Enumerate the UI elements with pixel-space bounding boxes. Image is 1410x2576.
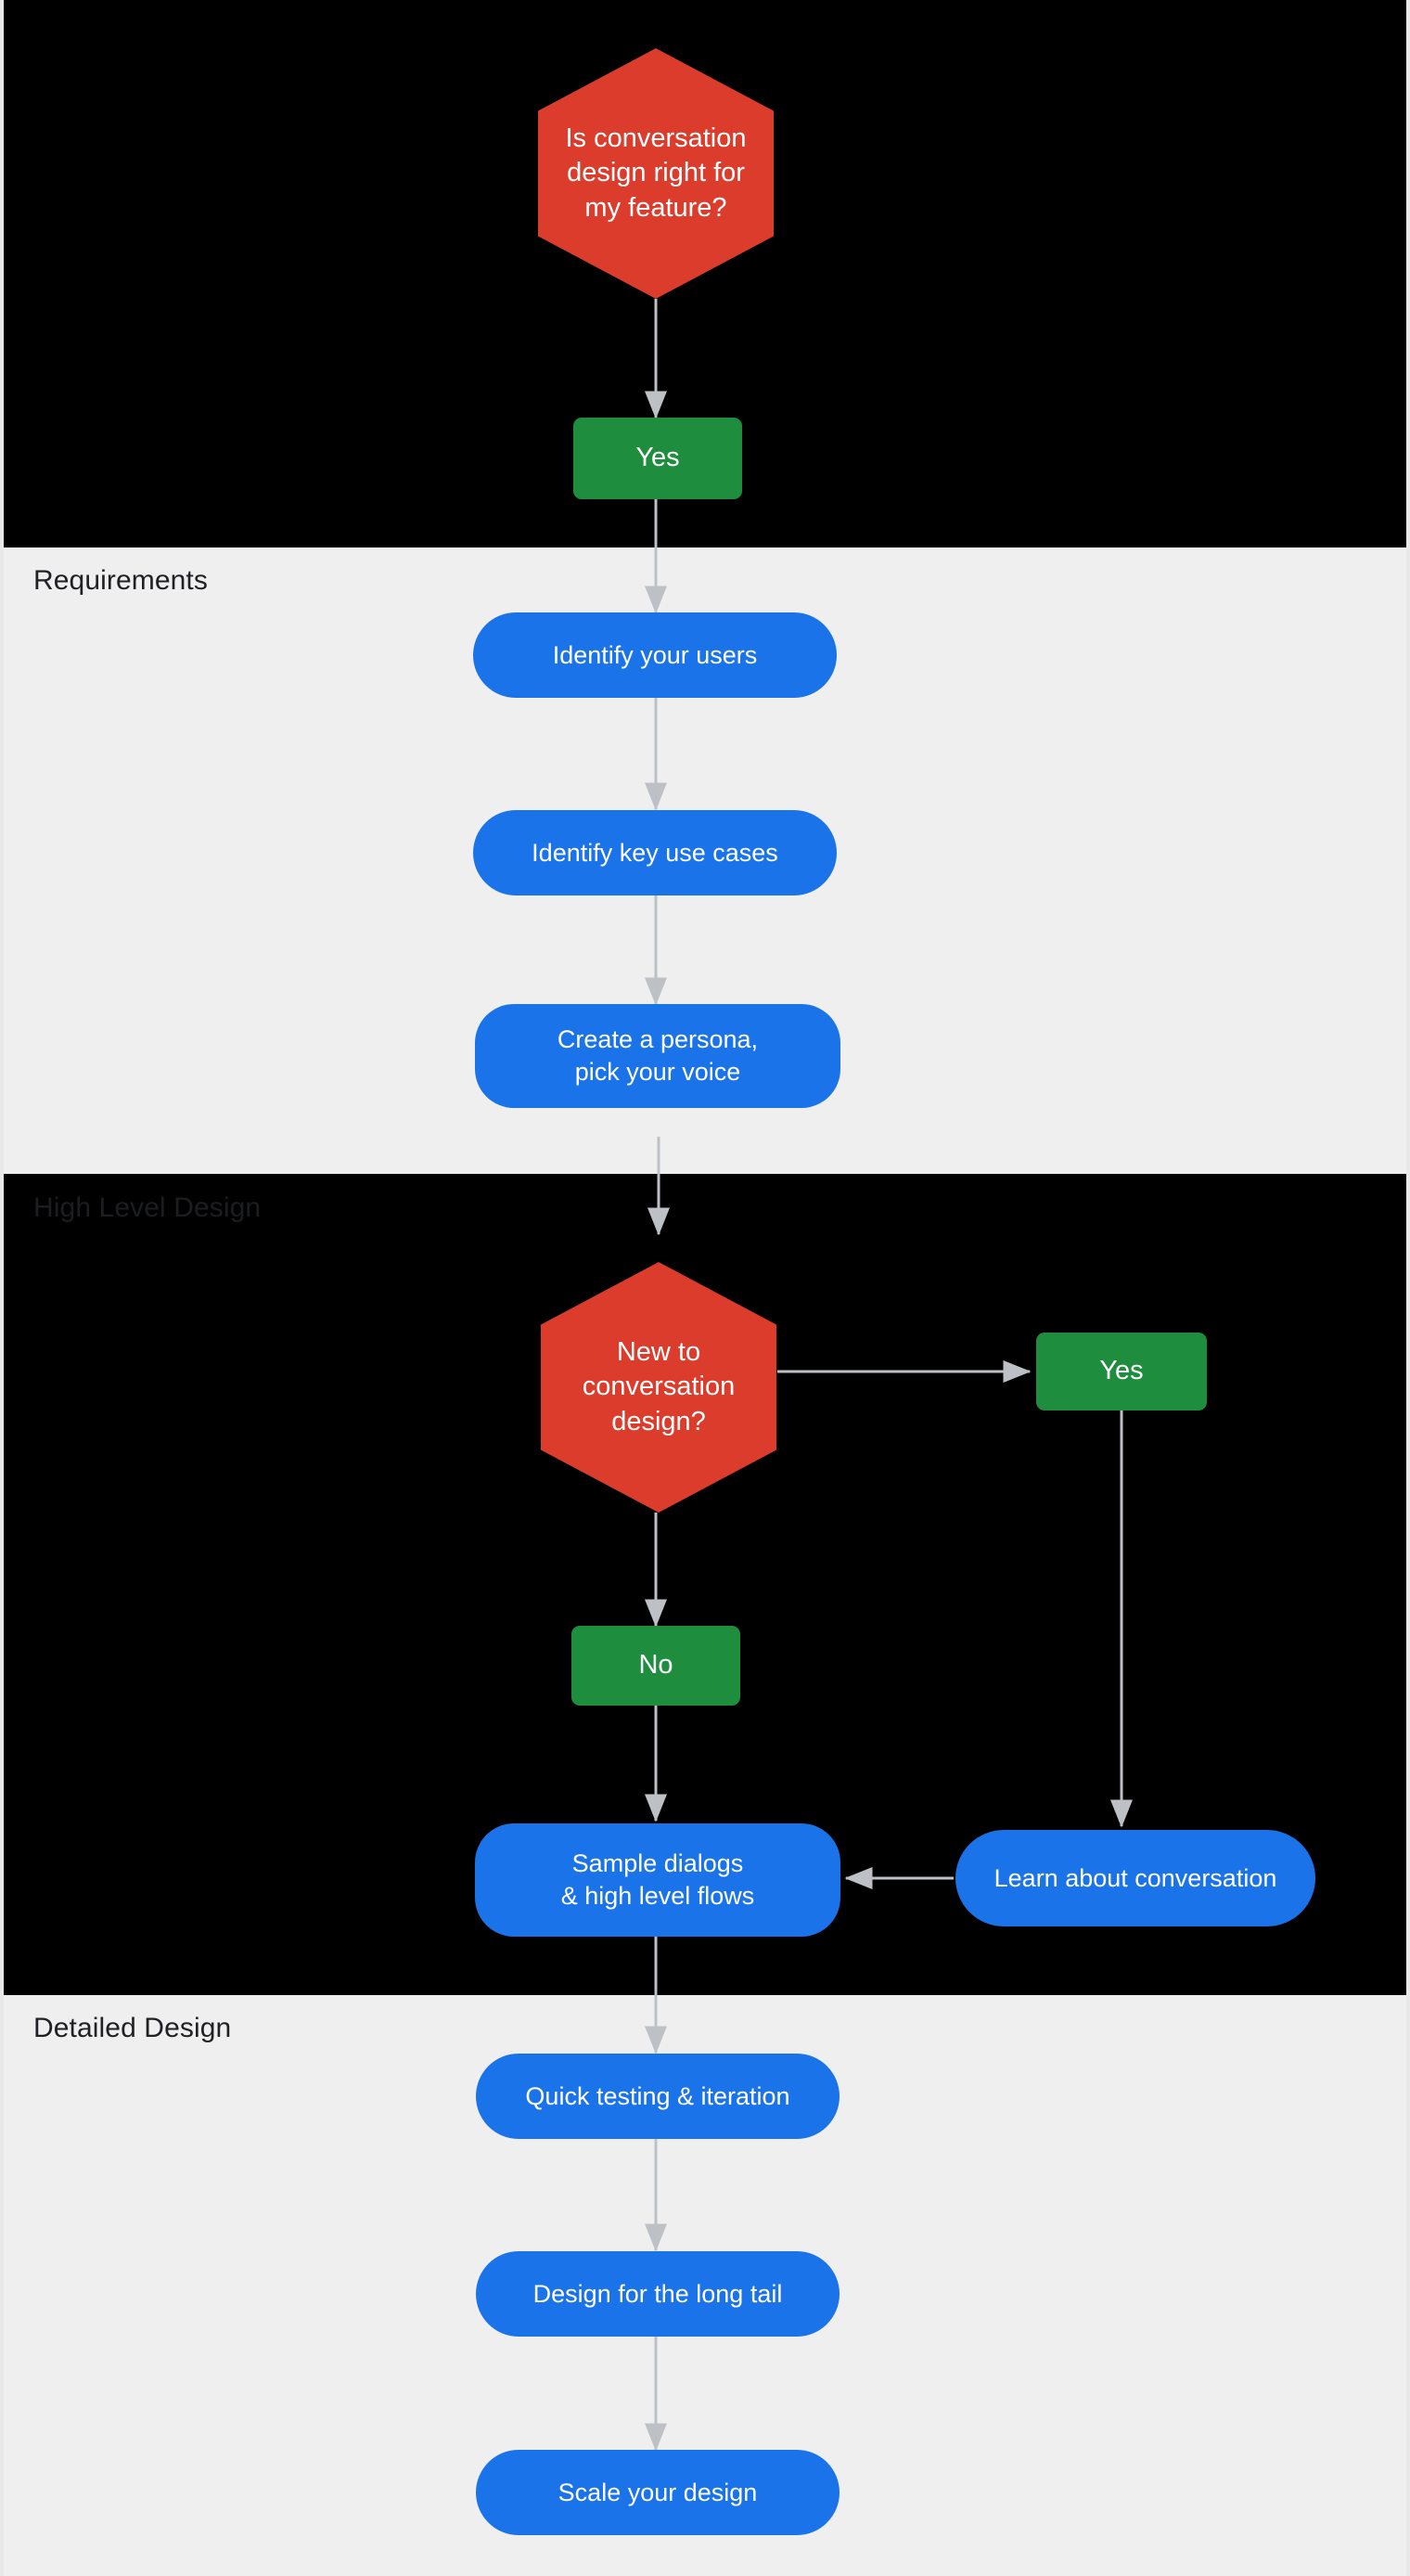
step-learn-about-conversation[interactable]: Learn about conversation bbox=[955, 1830, 1315, 1926]
step-create-a-persona-label: Create a persona, pick your voice bbox=[557, 1025, 759, 1086]
step-scale-your-design-label: Scale your design bbox=[558, 2478, 758, 2506]
step-design-for-the-long-tail-label: Design for the long tail bbox=[532, 2279, 783, 2308]
step-create-a-persona[interactable]: Create a persona, pick your voice bbox=[475, 1004, 840, 1108]
answer-yes-2[interactable]: Yes bbox=[1036, 1333, 1207, 1410]
step-sample-dialogs-high-level-flows-label: Sample dialogs & high level flows bbox=[560, 1849, 755, 1910]
answer-no-label: No bbox=[638, 1650, 673, 1681]
section-label-detailed-design: Detailed Design bbox=[33, 2013, 232, 2043]
answer-no[interactable]: No bbox=[571, 1626, 740, 1706]
section-label-high-level-design: High Level Design bbox=[33, 1192, 262, 1223]
step-identify-your-users[interactable]: Identify your users bbox=[473, 612, 837, 698]
step-quick-testing-iteration-label: Quick testing & iteration bbox=[525, 2081, 790, 2110]
step-identify-key-use-cases-label: Identify key use cases bbox=[532, 838, 778, 867]
step-quick-testing-iteration[interactable]: Quick testing & iteration bbox=[476, 2054, 840, 2139]
answer-yes-2-label: Yes bbox=[1099, 1356, 1144, 1386]
decision-new-to-conversation-design-label: New to conversation design? bbox=[582, 1337, 736, 1436]
step-sample-dialogs-high-level-flows[interactable]: Sample dialogs & high level flows bbox=[475, 1823, 840, 1937]
step-identify-key-use-cases[interactable]: Identify key use cases bbox=[473, 810, 837, 895]
answer-yes-1[interactable]: Yes bbox=[573, 418, 742, 499]
decision-is-conversation-design-right-label: Is conversation design right for my feat… bbox=[565, 123, 747, 223]
step-design-for-the-long-tail[interactable]: Design for the long tail bbox=[476, 2251, 840, 2337]
answer-yes-1-label: Yes bbox=[635, 443, 680, 473]
step-identify-your-users-label: Identify your users bbox=[552, 640, 758, 669]
step-scale-your-design[interactable]: Scale your design bbox=[476, 2450, 840, 2535]
section-label-requirements: Requirements bbox=[33, 565, 208, 596]
step-learn-about-conversation-label: Learn about conversation bbox=[993, 1863, 1277, 1892]
